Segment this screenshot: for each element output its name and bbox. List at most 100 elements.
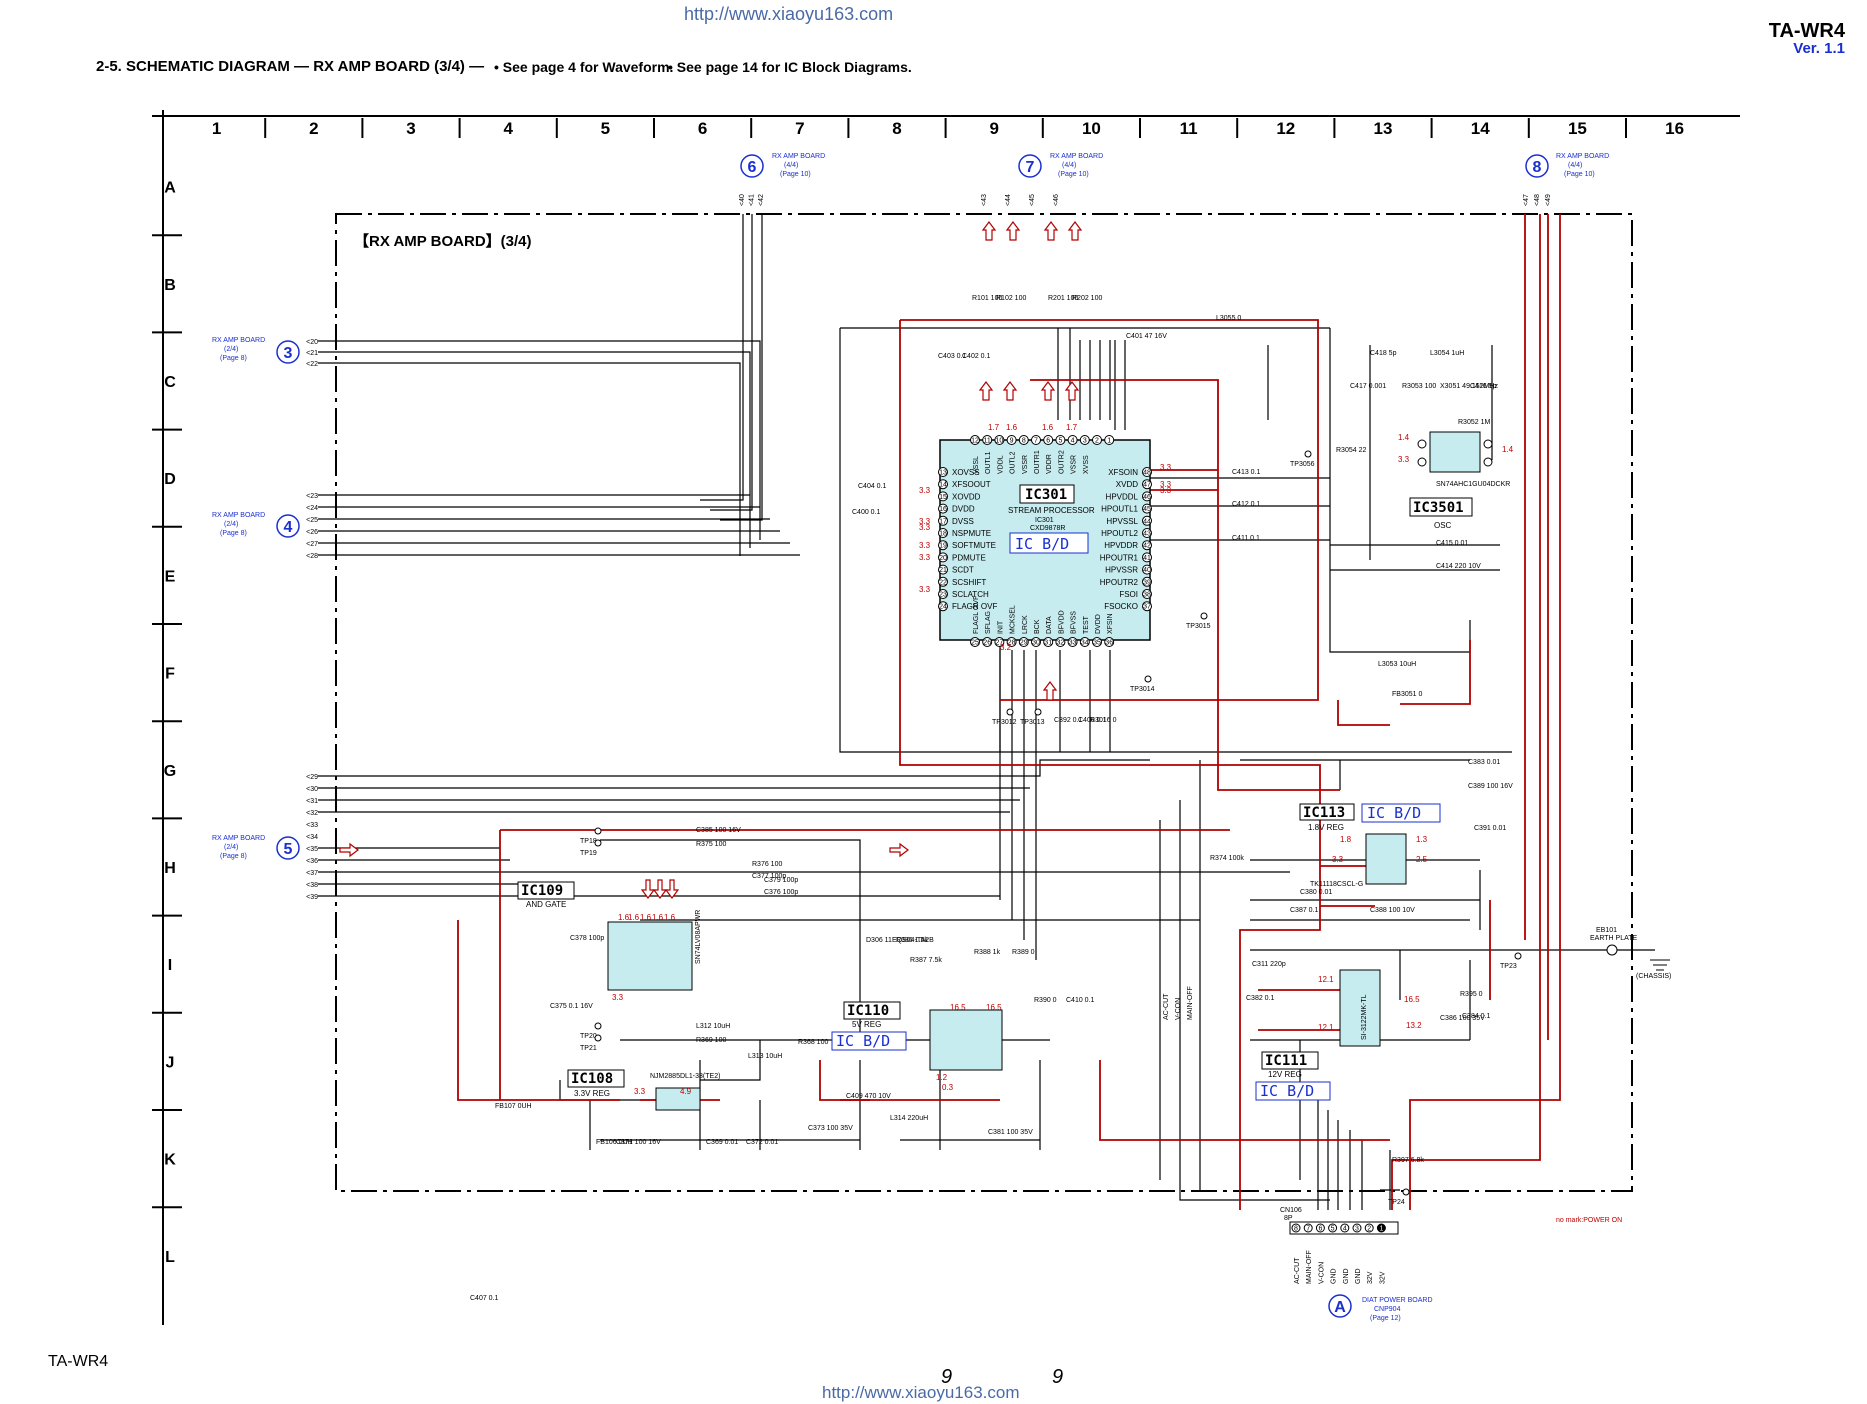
- connector-pin: <40: [739, 194, 746, 206]
- ic301-pin: [1142, 491, 1152, 502]
- connector-pin: <27: [306, 541, 318, 548]
- component-label: C386 100 35V: [1440, 1015, 1485, 1022]
- connector-page: (Page 10): [1564, 171, 1595, 178]
- ic301-pin: [1142, 515, 1152, 526]
- ic109-part: SN74LV08APWR: [695, 910, 702, 964]
- ic301-pin-label: DVDD: [952, 505, 975, 514]
- component-label: C372 0.01: [746, 1139, 778, 1146]
- component-label: C413 0.1: [1232, 469, 1261, 476]
- connector-6-marker: [740, 154, 764, 178]
- component-label: C389 100 16V: [1468, 783, 1513, 790]
- column-label-1: 1: [212, 119, 221, 138]
- ic301-pin-label: SCSHIFT: [952, 578, 986, 587]
- component-label: C410 0.1: [1066, 997, 1095, 1004]
- ic301-pin-label: OUTR1: [1034, 450, 1041, 474]
- component-label: C376 100p: [764, 889, 798, 896]
- bottom-url[interactable]: http://www.xiaoyu163.com: [822, 1383, 1020, 1402]
- connector-pin: <46: [1053, 194, 1060, 206]
- cn106-pin-number: 1: [1379, 1226, 1383, 1233]
- component-label: C375 0.1 16V: [550, 1003, 593, 1010]
- ic301-pin-number: 9: [1010, 438, 1014, 445]
- connector-pin: <26: [306, 529, 318, 536]
- cn106-pincount: 8P: [1284, 1215, 1293, 1222]
- component-label: C411 0.1: [1232, 535, 1260, 542]
- voltage-label: 12.1: [1318, 1023, 1334, 1032]
- voltage-label: 1.7: [988, 423, 1000, 432]
- voltage-label: 3.2: [1000, 643, 1012, 652]
- cn106-pin-label: MAIN-OFF: [1306, 1250, 1313, 1284]
- connector-pin: <29: [306, 774, 318, 781]
- connector-4-marker: [276, 514, 300, 538]
- voltage-label: 3.3: [1160, 486, 1172, 495]
- ic301-pin-number: 26: [983, 640, 991, 647]
- ic301-pin-number: 21: [939, 567, 947, 574]
- ic3501: SN74AHC1GU04DCKR IC3501 OSC: [1409, 431, 1510, 530]
- component-label: C391 0.01: [1474, 825, 1506, 832]
- voltage-label: 3.3: [1160, 463, 1172, 472]
- cn106-pin-number: 5: [1331, 1226, 1335, 1233]
- component-label: C379 100p: [764, 877, 798, 884]
- page-number-left: 9: [941, 1366, 953, 1388]
- ic301-pin-number: 15: [939, 494, 947, 501]
- ic301-pin-label: VSSR: [1071, 455, 1078, 474]
- connector-5-marker: [276, 836, 300, 860]
- ic301-pin-label: DVDD: [1095, 614, 1102, 634]
- ic301-pin-number: 20: [939, 555, 947, 562]
- ic301-pin-number: 6: [1046, 438, 1050, 445]
- ic301-pin: [982, 637, 993, 647]
- ic301-pin-number: 33: [1069, 640, 1077, 647]
- test-point-label: TP24: [1388, 1199, 1405, 1206]
- ic301-pin-number: 40: [1143, 567, 1151, 574]
- column-label-7: 7: [795, 119, 804, 138]
- ic301-pin-number: 3: [1083, 438, 1087, 445]
- ic301-pin: [1043, 435, 1054, 445]
- ic301-pin-label: HPOUTR1: [1100, 553, 1139, 562]
- component-label: C403 0.1: [938, 353, 967, 360]
- top-url[interactable]: http://www.xiaoyu163.com: [684, 4, 894, 24]
- connector-label: RX AMP BOARD: [1556, 153, 1609, 160]
- cn106-pin: [1376, 1223, 1386, 1233]
- voltage-label: 13.2: [1406, 1021, 1422, 1030]
- ic301-pin-number: 31: [1044, 640, 1052, 647]
- voltage-label: 1.6: [1006, 423, 1018, 432]
- wire-label-v-con: V-CON: [1175, 998, 1182, 1020]
- ic3501-name: IC3501: [1413, 500, 1464, 516]
- component-label: C385 100 16V: [696, 827, 741, 834]
- ic301: IC301 STREAM PROCESSOR IC301 CXD9878R IC…: [938, 435, 1152, 647]
- ic301-pin: [938, 503, 948, 514]
- connector-8-marker: [1525, 154, 1549, 178]
- cn106-name: CN106: [1280, 1207, 1302, 1214]
- test-point-label: TP3014: [1130, 686, 1155, 693]
- test-point-label: TP3015: [1186, 623, 1211, 630]
- test-point-label: TP20: [580, 1033, 597, 1040]
- connector-label: RX AMP BOARD: [212, 835, 265, 842]
- ic111-desc: 12V REG: [1268, 1070, 1302, 1079]
- component-label: C412 0.1: [1232, 501, 1261, 508]
- ic301-pin-number: 22: [939, 579, 947, 586]
- connector-3-number: 3: [284, 345, 293, 362]
- ic301-pin-label: FSOCKO: [1104, 602, 1138, 611]
- ic301-pin: [1104, 637, 1115, 647]
- ic301-pin-label: XFSIN: [1107, 613, 1114, 634]
- component-label: L3054 1uH: [1430, 350, 1464, 357]
- component-label: R3053 100: [1402, 383, 1436, 390]
- connector-5-number: 5: [284, 841, 293, 858]
- voltage-label: 1.4: [1502, 445, 1514, 454]
- ic301-pin: [1142, 479, 1152, 490]
- row-label-I: I: [168, 957, 172, 974]
- voltage-label: 3.3: [919, 541, 931, 550]
- column-label-4: 4: [503, 119, 513, 138]
- ic301-pin: [1142, 589, 1152, 599]
- test-point-marker: [594, 1034, 602, 1042]
- connector-sub: (2/4): [224, 346, 238, 353]
- connector-pin: <44: [1005, 194, 1012, 206]
- voltage-label: 4.9: [680, 1087, 692, 1096]
- ic301-pin-label: FSOI: [1119, 590, 1138, 599]
- cn106-pin: [1303, 1223, 1313, 1233]
- cn106-pin-label: GND: [1331, 1268, 1338, 1284]
- connector-sub: CNP904: [1374, 1306, 1401, 1313]
- ic301-pin: [1043, 637, 1054, 647]
- ic301-pin: [1142, 503, 1152, 514]
